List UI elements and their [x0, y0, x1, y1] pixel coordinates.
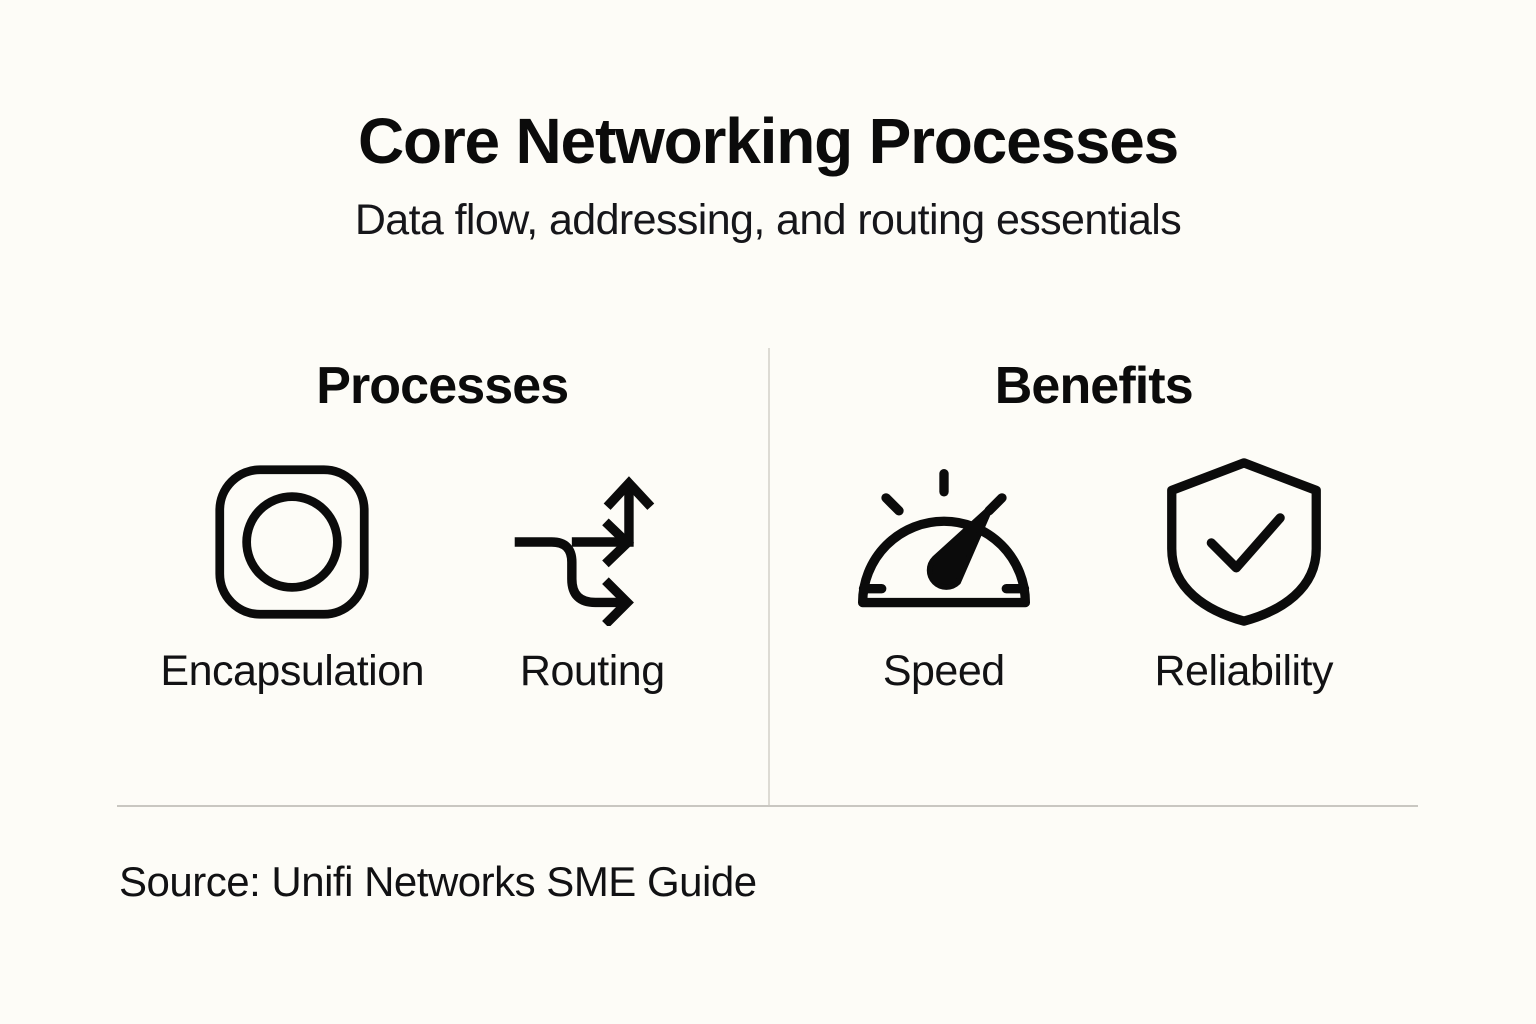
header: Core Networking Processes Data flow, add…: [0, 105, 1536, 245]
shield-check-icon: [1161, 454, 1327, 629]
footer-divider: [117, 805, 1418, 807]
item-label-reliability: Reliability: [1154, 647, 1333, 695]
item-label-encapsulation: Encapsulation: [160, 647, 425, 695]
branching-arrows-icon: [508, 454, 676, 629]
item-label-speed: Speed: [882, 647, 1005, 695]
item-routing[interactable]: Routing: [442, 454, 742, 696]
columns-container: Processes Encapsulation: [117, 348, 1418, 805]
rounded-square-circle-icon: [208, 454, 376, 629]
column-processes: Processes Encapsulation: [117, 348, 768, 805]
column-heading-benefits: Benefits: [994, 357, 1194, 415]
items-benefits: Speed Reliability: [770, 454, 1419, 696]
page-title: Core Networking Processes: [357, 105, 1179, 177]
item-encapsulation[interactable]: Encapsulation: [142, 454, 442, 696]
page-subtitle: Data flow, addressing, and routing essen…: [354, 196, 1182, 245]
speedometer-icon: [854, 454, 1034, 629]
item-reliability[interactable]: Reliability: [1094, 454, 1394, 696]
column-benefits: Benefits: [767, 348, 1419, 805]
items-processes: Encapsulation: [117, 454, 768, 696]
column-heading-processes: Processes: [316, 357, 569, 415]
item-label-routing: Routing: [519, 647, 665, 695]
source-caption: Source: Unifi Networks SME Guide: [119, 858, 757, 905]
item-speed[interactable]: Speed: [794, 454, 1094, 696]
